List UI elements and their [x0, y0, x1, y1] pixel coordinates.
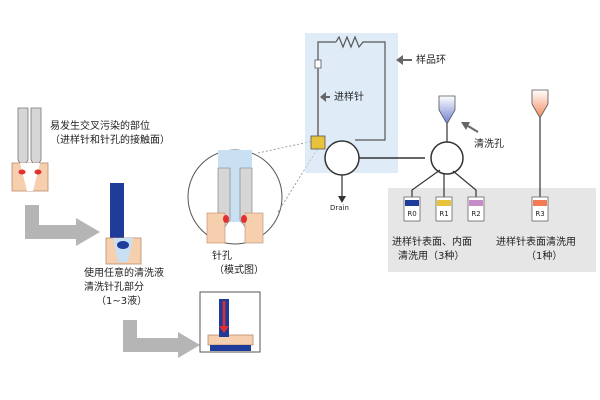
flow-arrow-1: [25, 205, 78, 239]
inner-outer-use-label: 清洗用（3种）: [398, 251, 465, 262]
inner-outer-label: 进样针表面、内面: [392, 237, 472, 248]
wash-any-label: 使用任意的清洗液: [84, 268, 164, 279]
bottle-r0: R0: [403, 196, 421, 222]
needle-label: 进样针: [334, 92, 364, 103]
bottle-label: R1: [439, 210, 448, 218]
cross-contamination-sublabel: （进样针和针孔的接触面）: [50, 135, 170, 146]
zoom-line-bottom: [277, 147, 319, 213]
flow-arrow-1-head: [76, 218, 100, 246]
bottle-r3: R3: [531, 196, 549, 222]
bottle-label: R0: [407, 210, 416, 218]
surface-only-label: 进样针表面清洗用: [496, 237, 576, 248]
port-illustration: [199, 291, 261, 353]
wash-valve: [388, 89, 596, 272]
bottle-r1: R1: [435, 196, 453, 222]
bottle-liquid: [437, 200, 451, 206]
bottle-liquid: [405, 200, 419, 206]
sample-loop-label: 样品环: [416, 55, 446, 66]
sample-loop-system: [305, 33, 425, 203]
bottle-label: R2: [471, 210, 480, 218]
contamination-illustration: [11, 107, 49, 192]
bottle-liquid: [469, 200, 483, 206]
bottle-liquid: [533, 200, 547, 206]
wash-illustration: [105, 183, 142, 265]
surface-count-label: （1种）: [526, 251, 563, 262]
cross-contamination-label: 易发生交叉污染的部位: [50, 121, 150, 132]
bottle-r2: R2: [467, 196, 485, 222]
flow-arrow-2-head: [178, 332, 200, 358]
needle-hole-label: 针孔: [212, 251, 232, 262]
wash-port-label: 清洗孔: [474, 139, 504, 150]
needle-hole-magnified: [187, 149, 283, 245]
drain-label: Drain: [330, 204, 349, 212]
wash-count-label: （1~3液）: [96, 296, 148, 307]
pointer-arrows: [320, 55, 479, 133]
wash-port-part-label: 清洗针孔部分: [84, 282, 144, 293]
flow-arrow-2: [123, 320, 180, 352]
schematic-label: （模式图）: [214, 265, 264, 276]
bottle-label: R3: [535, 210, 544, 218]
